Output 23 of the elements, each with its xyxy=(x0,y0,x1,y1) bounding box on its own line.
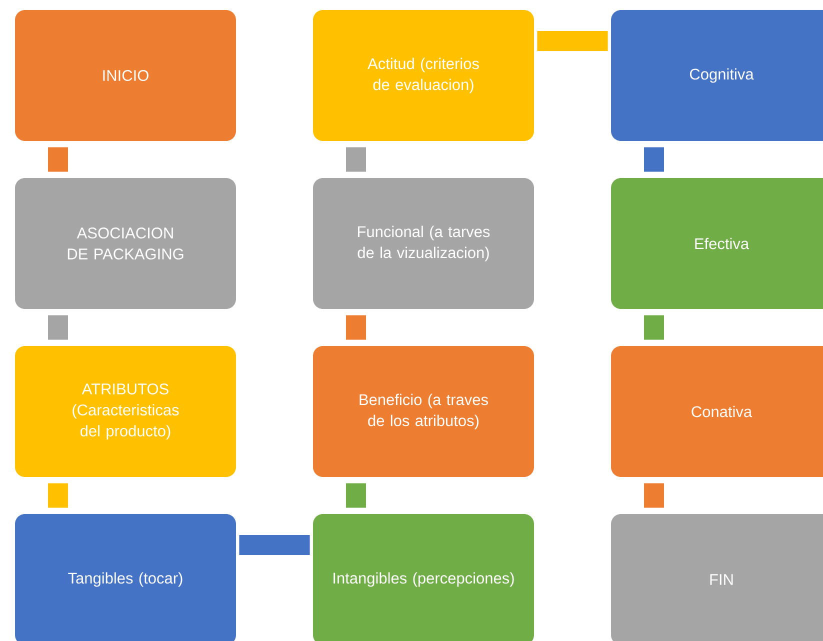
connector-bar xyxy=(346,315,366,340)
process-box: Conativa xyxy=(611,346,823,477)
connector-bar xyxy=(346,147,366,172)
process-box: INICIO xyxy=(15,10,236,141)
connector-bar xyxy=(239,535,310,555)
process-box: ATRIBUTOS (Caracteristicas del producto) xyxy=(15,346,236,477)
process-box: Actitud (criterios de evaluacion) xyxy=(313,10,534,141)
connector-bar xyxy=(644,483,664,508)
connector-bar xyxy=(48,147,68,172)
process-box: Efectiva xyxy=(611,178,823,309)
process-box: Cognitiva xyxy=(611,10,823,141)
process-box: ASOCIACION DE PACKAGING xyxy=(15,178,236,309)
process-box: Intangibles (percepciones) xyxy=(313,514,534,641)
connector-bar xyxy=(644,147,664,172)
process-box: FIN xyxy=(611,514,823,641)
connector-bar xyxy=(644,315,664,340)
process-box: Funcional (a tarves de la vizualizacion) xyxy=(313,178,534,309)
connector-bar xyxy=(48,483,68,508)
process-box: Beneficio (a traves de los atributos) xyxy=(313,346,534,477)
connector-bar xyxy=(346,483,366,508)
connector-bar xyxy=(537,31,608,51)
connector-bar xyxy=(48,315,68,340)
process-box: Tangibles (tocar) xyxy=(15,514,236,641)
